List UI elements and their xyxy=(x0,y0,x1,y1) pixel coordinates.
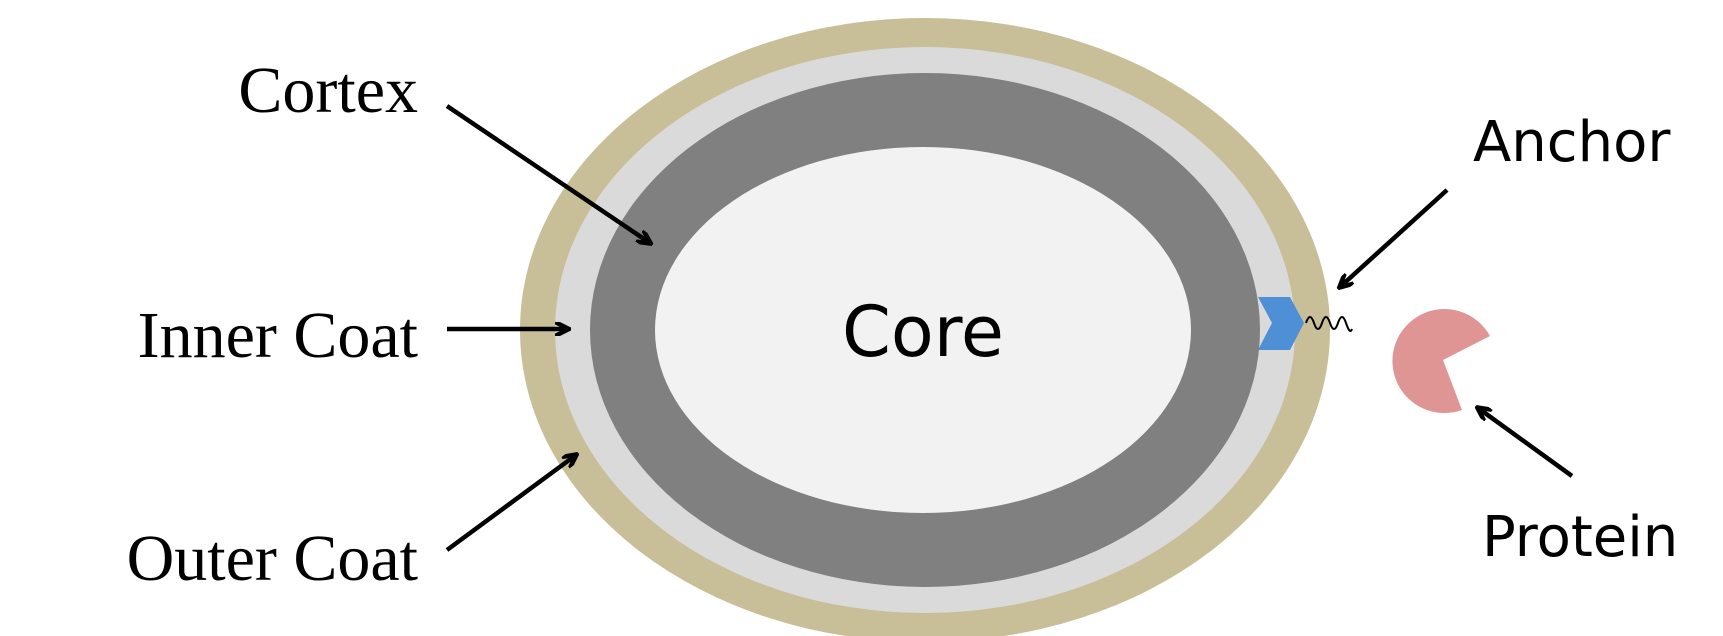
cortex-label: Cortex xyxy=(238,54,418,127)
anchor-hexagon-icon xyxy=(1258,297,1304,350)
protein-arrow xyxy=(1478,408,1574,478)
inner-coat-label: Inner Coat xyxy=(138,299,418,372)
linker-squiggle xyxy=(1305,316,1353,332)
outer-coat-label: Outer Coat xyxy=(127,522,418,595)
protein-pacman-icon xyxy=(1392,309,1490,414)
protein-label: Protein xyxy=(1482,505,1678,570)
anchor-arrow xyxy=(1340,188,1449,287)
outer-coat-arrow xyxy=(445,455,576,552)
core-label: Core xyxy=(842,291,1004,373)
core-layer xyxy=(655,147,1191,513)
cortex-arrow xyxy=(445,104,650,243)
anchor-label: Anchor xyxy=(1473,110,1671,175)
